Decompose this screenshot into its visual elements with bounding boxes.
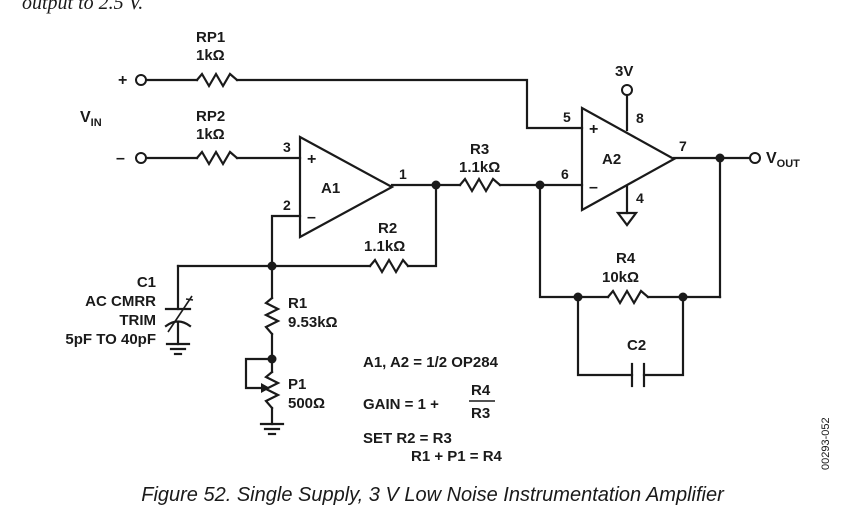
rp2-value: 1kΩ — [196, 126, 225, 143]
a1-pin-2: 2 — [283, 197, 291, 213]
resistor-rp1-symbol — [195, 71, 239, 89]
a2-pin-6: 6 — [561, 166, 569, 182]
resistor-r4-symbol — [606, 288, 650, 306]
a1-pin-1: 1 — [399, 166, 407, 182]
input-minus-sign: – — [116, 150, 125, 167]
supply-label: 3V — [615, 63, 633, 80]
resistor-r3-symbol — [458, 176, 502, 194]
output-terminal — [749, 152, 761, 164]
ground-a2-symbol — [615, 211, 639, 227]
trimmer-capacitor-c1-symbol — [164, 295, 194, 333]
potentiometer-wiper-arrow — [261, 383, 270, 393]
c1-line1: AC CMRR — [85, 293, 156, 310]
input-plus-sign: + — [118, 72, 127, 89]
opamp-a2-symbol — [580, 106, 677, 212]
rp1-value: 1kΩ — [196, 47, 225, 64]
resistor-rp2-symbol — [195, 149, 239, 167]
resistor-r1-symbol — [263, 296, 281, 336]
ground-p1-symbol — [259, 422, 285, 436]
c1-line2: TRIM — [119, 312, 156, 329]
r2-name: R2 — [378, 220, 397, 237]
input-plus-terminal — [135, 74, 147, 86]
set-note-2: R1 + P1 = R4 — [411, 448, 503, 465]
r2-value: 1.1kΩ — [364, 238, 405, 255]
a2-label: A2 — [602, 151, 621, 168]
r4-value: 10kΩ — [602, 269, 639, 286]
potentiometer-p1-symbol — [263, 370, 281, 410]
wires — [144, 78, 752, 426]
rp2-name: RP2 — [196, 108, 225, 125]
resistor-r2-symbol — [368, 257, 410, 275]
capacitor-c2-symbol — [630, 362, 646, 388]
ground-c1-symbol — [165, 342, 191, 356]
figure-caption: Figure 52. Single Supply, 3 V Low Noise … — [141, 484, 724, 506]
a2-pin-4: 4 — [636, 190, 644, 206]
r1-name: R1 — [288, 295, 307, 312]
r3-value: 1.1kΩ — [459, 159, 500, 176]
p1-value: 500Ω — [288, 395, 325, 412]
a1-label: A1 — [321, 180, 340, 197]
preceding-text-fragment: output to 2.5 V. — [22, 0, 144, 14]
a2-pin-7: 7 — [679, 138, 687, 154]
set-note-1: SET R2 = R3 — [363, 430, 452, 447]
a2-minus-sign: – — [589, 179, 598, 196]
r4-name: R4 — [616, 250, 636, 267]
a1-pin-3: 3 — [283, 139, 291, 155]
p1-name: P1 — [288, 376, 306, 393]
r3-name: R3 — [470, 141, 489, 158]
c1-name: C1 — [137, 274, 156, 291]
c1-line3: 5pF TO 40pF — [65, 331, 156, 348]
gain-denominator: R3 — [471, 405, 490, 422]
c2-name: C2 — [627, 337, 646, 354]
a1-plus-sign: + — [307, 151, 316, 168]
supply-terminal — [621, 84, 633, 96]
a1-minus-sign: – — [307, 209, 316, 226]
a2-pin-5: 5 — [563, 109, 571, 125]
a2-pin-8: 8 — [636, 110, 644, 126]
vin-label: VIN — [80, 109, 102, 129]
input-minus-terminal — [135, 152, 147, 164]
rp1-name: RP1 — [196, 29, 225, 46]
vout-label: VOUT — [766, 150, 800, 170]
a2-plus-sign: + — [589, 121, 598, 138]
r1-value: 9.53kΩ — [288, 314, 338, 331]
schematic-diagram: + – A1 3 2 1 + – A2 5 6 7 8 4 3V + – VIN… — [65, 29, 832, 470]
opamp-note: A1, A2 = 1/2 OP284 — [363, 354, 499, 371]
opamp-a1-symbol — [298, 135, 395, 239]
gain-numerator: R4 — [471, 382, 491, 399]
junction-dots — [267, 153, 725, 364]
drawing-code: 00293-052 — [820, 417, 832, 470]
gain-prefix: GAIN = 1 + — [363, 396, 439, 413]
